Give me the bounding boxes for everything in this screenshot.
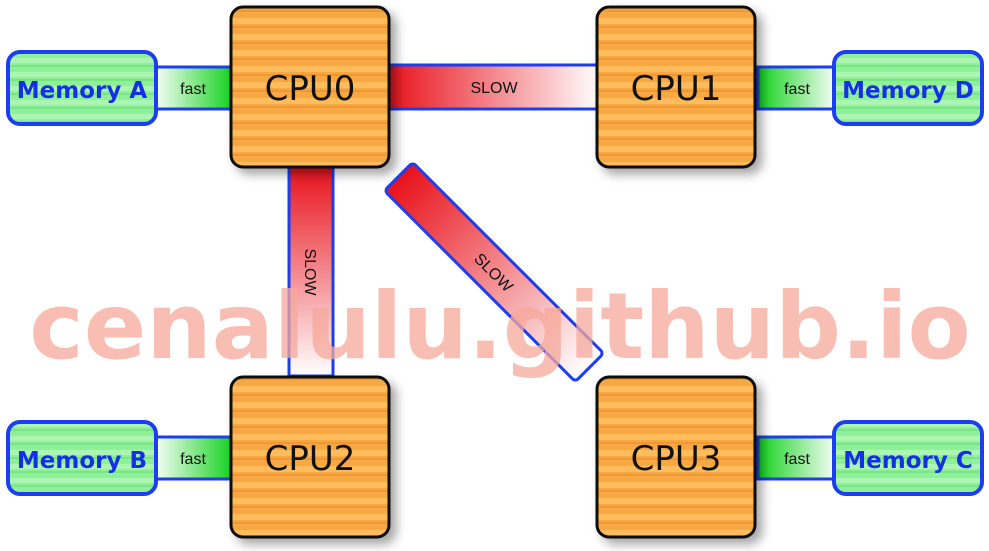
slow-link-label: SLOW bbox=[301, 248, 318, 296]
memory-a-label: Memory A bbox=[17, 78, 148, 104]
cpu2-label: CPU2 bbox=[265, 439, 356, 479]
fast-link-label: fast bbox=[180, 451, 206, 468]
memory-d-box: Memory D bbox=[832, 50, 984, 126]
watermark-text: cenalulu.github.io bbox=[29, 273, 970, 380]
cpu3-label: CPU3 bbox=[631, 439, 722, 479]
fast-link-mem-a-cpu0: fast bbox=[151, 65, 235, 111]
cpu0-label: CPU0 bbox=[265, 69, 356, 109]
slow-link-label: SLOW bbox=[470, 80, 518, 97]
fast-link-label: fast bbox=[180, 81, 206, 98]
slow-link-cpu0-cpu3: SLOW bbox=[384, 162, 604, 382]
fast-link-label: fast bbox=[784, 451, 810, 468]
cpu0-box: CPU0 bbox=[229, 5, 391, 169]
fast-link-mem-d-cpu1: fast bbox=[756, 65, 840, 111]
cpu1-box: CPU1 bbox=[595, 5, 757, 169]
fast-link-mem-c-cpu3: fast bbox=[756, 435, 840, 481]
cpu3-box: CPU3 bbox=[595, 375, 757, 539]
memory-c-box: Memory C bbox=[832, 420, 984, 496]
fast-link-label: fast bbox=[784, 81, 810, 98]
fast-link-mem-b-cpu2: fast bbox=[151, 435, 235, 481]
memory-d-label: Memory D bbox=[842, 78, 974, 104]
memory-b-box: Memory B bbox=[6, 420, 158, 496]
slow-link-cpu0-cpu1: SLOW bbox=[384, 63, 602, 111]
memory-a-box: Memory A bbox=[6, 50, 158, 126]
cpu2-box: CPU2 bbox=[229, 375, 391, 539]
slow-link-cpu0-cpu2: SLOW bbox=[287, 164, 335, 378]
cpu1-label: CPU1 bbox=[631, 69, 722, 109]
memory-b-label: Memory B bbox=[17, 448, 147, 474]
memory-c-label: Memory C bbox=[843, 448, 972, 474]
